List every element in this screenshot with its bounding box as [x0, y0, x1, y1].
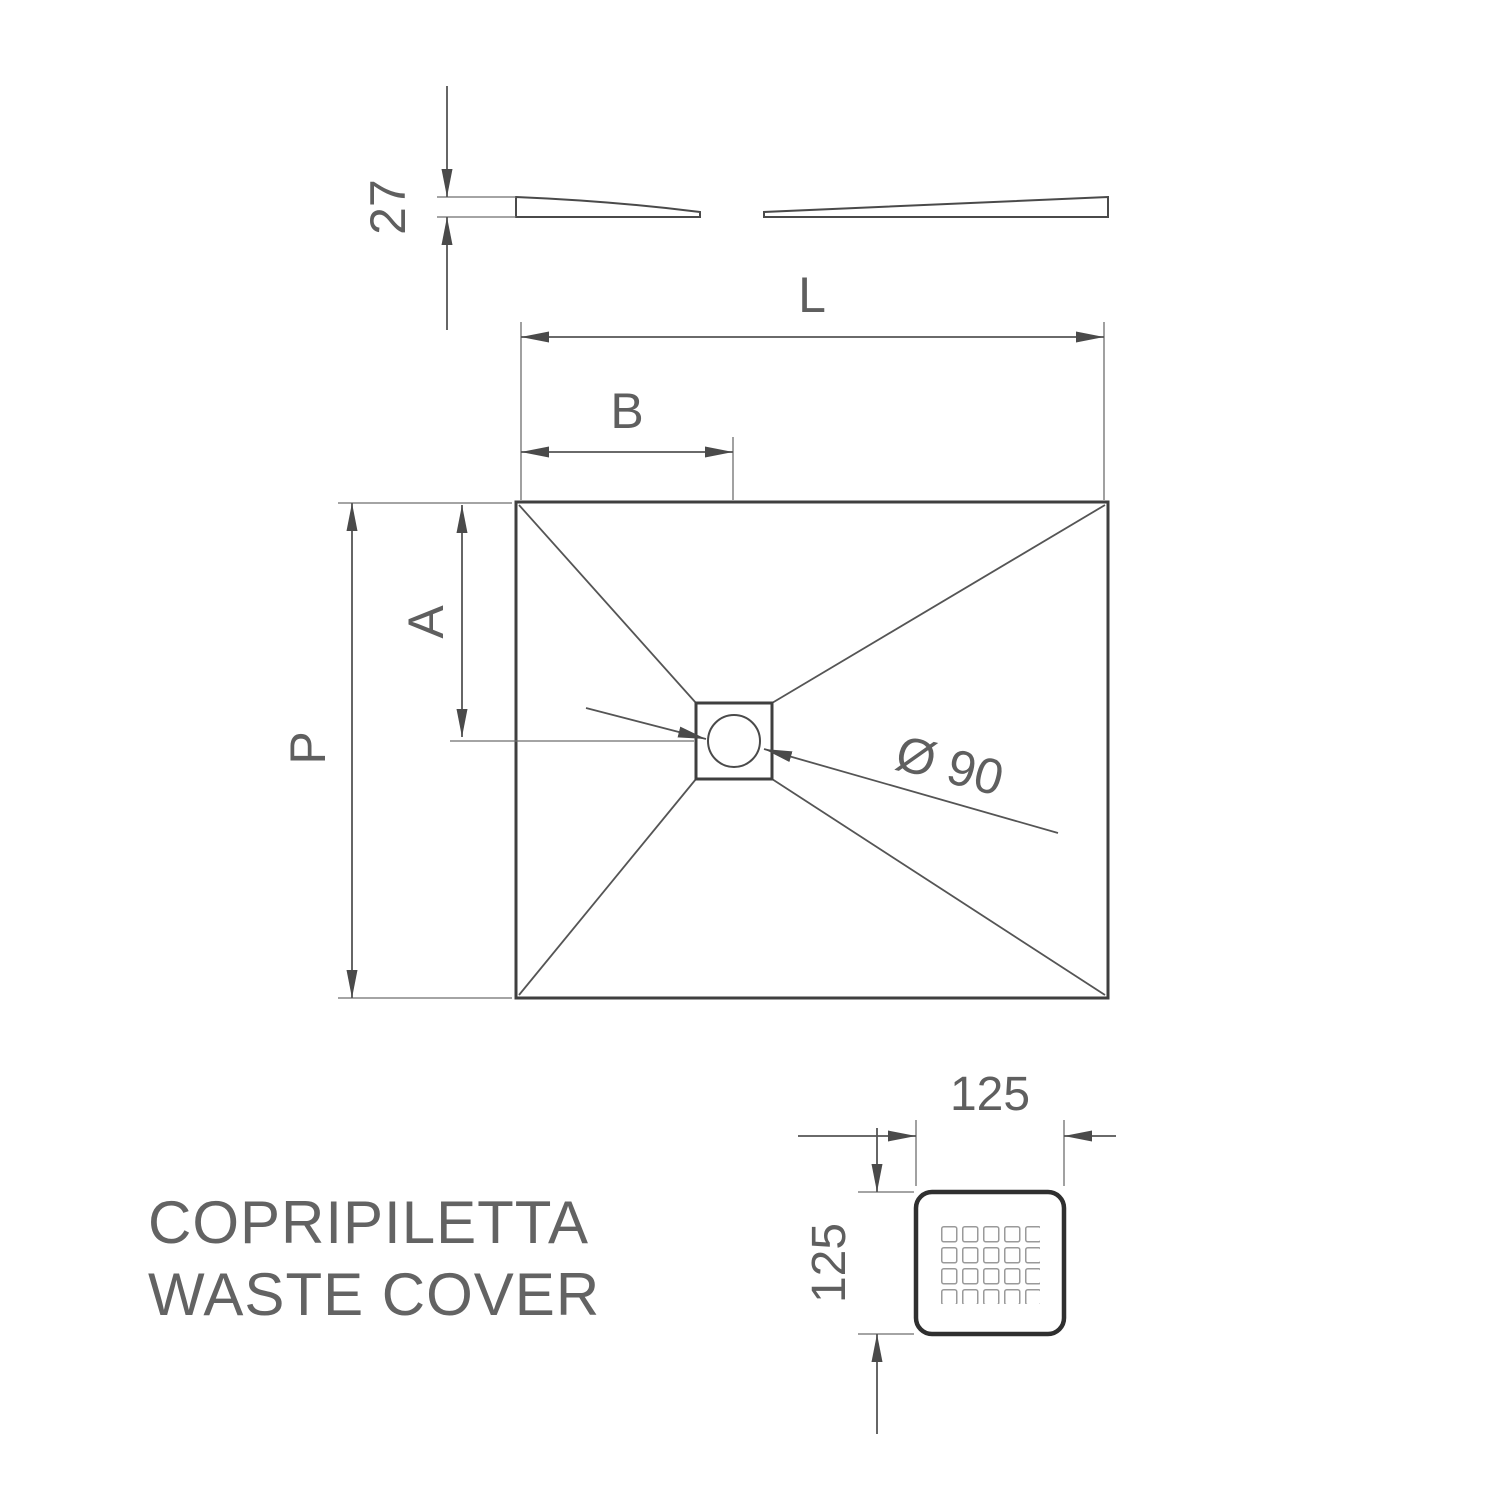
cover-width-dimension: 125: [798, 1068, 1116, 1186]
offset-b-label: B: [610, 383, 643, 439]
thickness-dimension: 27: [360, 86, 516, 330]
waste-cover-detail: [913, 1189, 1067, 1337]
depth-label: P: [280, 731, 336, 764]
offset-b-dimension: B: [521, 383, 734, 500]
thickness-label: 27: [360, 179, 416, 235]
slope-diagonal: [518, 504, 697, 704]
drain-hole-grid: [941, 1226, 1040, 1304]
offset-a-dimension: A: [398, 505, 694, 742]
slope-diagonal: [771, 504, 1106, 704]
slope-diagonal: [518, 778, 697, 996]
tray-outline: [514, 500, 1110, 1000]
caption-line-1: COPRIPILETTA: [148, 1189, 589, 1256]
cover-height-label: 125: [803, 1223, 856, 1303]
leader-line: [763, 748, 1059, 834]
length-label: L: [798, 267, 826, 323]
cover-height-dimension: 125: [803, 1128, 914, 1434]
leader-line: [585, 707, 707, 740]
drain-circle: [707, 714, 761, 768]
slope-diagonal: [771, 778, 1106, 996]
profile-left-half: [515, 195, 701, 218]
cover-width-label: 125: [950, 1068, 1030, 1121]
caption: COPRIPILETTA WASTE COVER: [148, 1189, 600, 1328]
depth-dimension: P: [280, 502, 512, 999]
profile-right-half: [763, 195, 1109, 218]
plan-view: [514, 500, 1110, 1000]
profile-view: [515, 195, 1109, 218]
offset-a-label: A: [398, 605, 454, 639]
length-dimension: L: [520, 267, 1105, 500]
caption-line-2: WASTE COVER: [148, 1261, 600, 1328]
